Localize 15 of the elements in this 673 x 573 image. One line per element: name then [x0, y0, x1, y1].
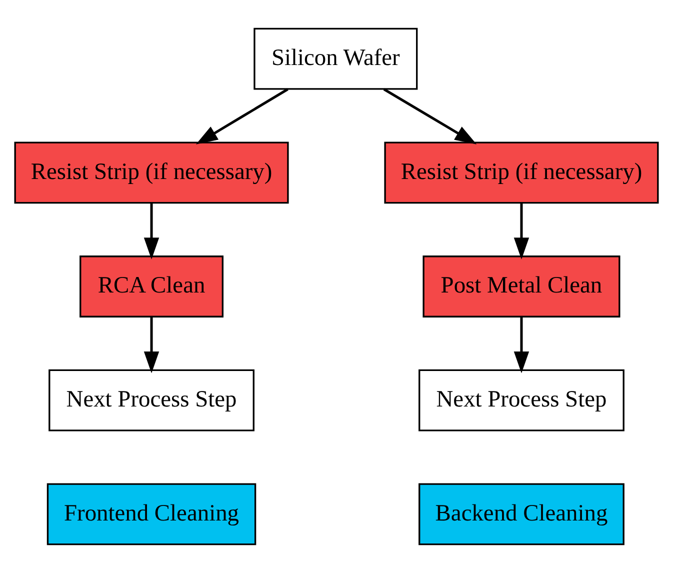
- node-box: Next Process Step: [48, 369, 254, 432]
- node-box: Post Metal Clean: [422, 256, 620, 318]
- node-box: Next Process Step: [418, 369, 624, 432]
- node-box: RCA Clean: [80, 256, 224, 318]
- node-box: Resist Strip (if necessary): [14, 142, 289, 204]
- arrow: [144, 203, 160, 260]
- node-box: Resist Strip (if necessary): [384, 142, 659, 204]
- arrow: [514, 317, 530, 374]
- arrow: [144, 317, 160, 374]
- node-box: Backend Cleaning: [418, 483, 624, 546]
- arrow: [383, 88, 477, 144]
- arrow: [514, 203, 530, 260]
- arrow: [196, 88, 288, 144]
- node-box: Frontend Cleaning: [46, 483, 256, 546]
- node-box: Silicon Wafer: [254, 28, 418, 90]
